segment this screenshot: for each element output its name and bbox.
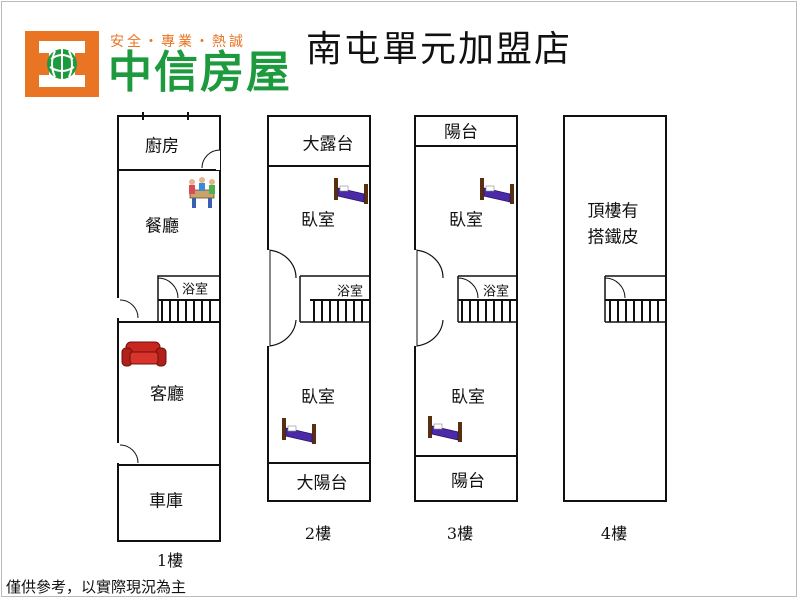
room-garage: 車庫 [149,491,183,512]
logo-emblem-icon [25,31,99,97]
room-terrace: 大露台 [302,134,354,155]
brand-name: 中信房屋 [108,47,292,98]
family-icon [189,177,215,208]
room-bedroom: 臥室 [451,387,485,408]
room-kitchen: 廚房 [145,136,179,157]
room-bathroom: 浴室 [482,284,510,300]
room-living: 客廳 [150,384,184,405]
room-dining: 餐廳 [145,216,179,237]
room-bedroom: 臥室 [449,210,483,231]
room-rooftop-note: 頂樓有 [587,201,639,222]
bed-icon [480,178,514,204]
bed-icon [428,416,462,442]
room-bedroom: 臥室 [301,210,335,231]
sofa-icon [121,341,167,367]
floor-4-walls [563,115,667,502]
room-balcony: 陽台 [451,471,485,492]
floor-2-walls [266,115,371,502]
floor-label-4: 4樓 [600,524,628,543]
room-balcony: 大陽台 [296,473,348,494]
floor-1-walls [116,112,221,542]
bed-icon [334,178,368,204]
floor-label-3: 3樓 [446,524,474,543]
store-name: 南屯單元加盟店 [306,29,573,70]
room-bathroom: 浴室 [336,284,364,300]
floor-3-walls [413,115,518,502]
room-bathroom: 浴室 [181,282,209,298]
floor-label-1: 1樓 [156,551,184,570]
room-bedroom: 臥室 [301,387,335,408]
slogan: 安全・專業・熱誠 [110,34,246,50]
bed-icon [282,418,316,444]
disclaimer: 僅供參考，以實際現況為主 [6,578,187,596]
floor-label-2: 2樓 [304,524,332,543]
room-balcony: 陽台 [444,122,478,143]
room-rooftop-note: 搭鐵皮 [587,227,639,248]
